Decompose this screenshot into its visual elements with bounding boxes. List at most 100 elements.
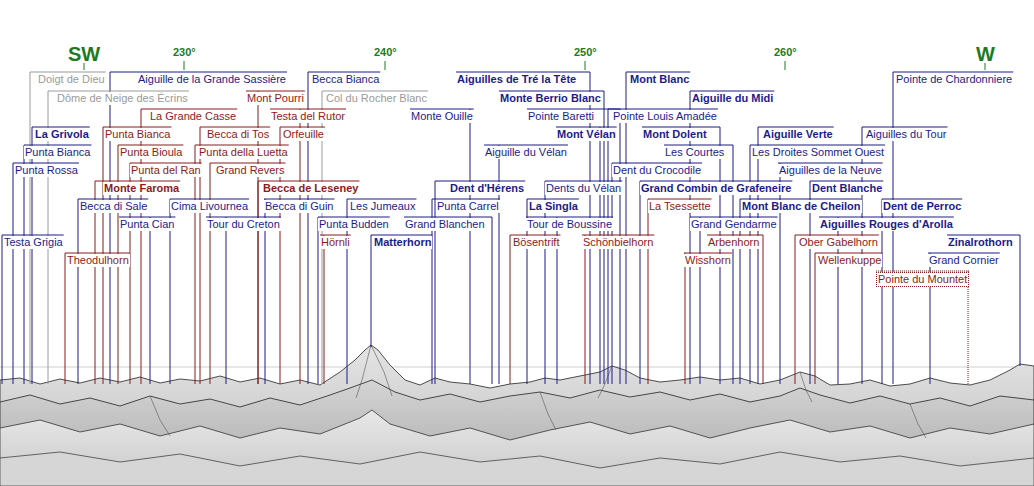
leader-line: [795, 235, 796, 384]
bearing-label: 260°: [774, 47, 797, 58]
mid-ridge: [0, 380, 1034, 486]
leader-line: [492, 217, 493, 384]
peak-label: Punta della Luetta: [198, 146, 289, 159]
peak-label: Monte Faroma: [103, 182, 180, 195]
compass-label: W: [976, 44, 995, 64]
leader-line: [78, 199, 79, 384]
leader-line: [612, 163, 613, 384]
leader-line: [65, 253, 66, 384]
peak-label: Punta Cian: [119, 218, 175, 231]
peak-label: Punta del Ran: [130, 164, 202, 177]
peak-label: Dent de Perroc: [882, 200, 962, 213]
leader-line: [700, 217, 701, 384]
peak-label: Les Courtes: [664, 146, 725, 159]
peak-label: Aiguille de la Grande Sassière: [137, 73, 287, 86]
peak-label: Monte Berrio Blanc: [499, 92, 602, 105]
peak-label: Pointe Baretti: [527, 110, 595, 123]
peak-label: Aiguilles de Tré la Tête: [456, 73, 577, 86]
peak-label: Pointe de Chardonniere: [895, 73, 1013, 86]
leader-line: [1020, 235, 1021, 366]
peak-label: Dent du Crocodile: [612, 164, 702, 177]
peak-label: Grand Revers: [215, 164, 285, 177]
peak-label: Aiguille du Vélan: [484, 146, 568, 159]
peak-label: Orfeuille: [282, 128, 325, 141]
leader-line: [150, 217, 151, 384]
peak-label: Grand Blanchen: [404, 218, 486, 231]
peak-label: Punta Rossa: [14, 164, 79, 177]
peak-label: Mont Blanc de Cheilon: [741, 200, 862, 213]
leader-line: [510, 235, 511, 384]
bearing-ticks: [84, 61, 985, 70]
peak-label: Col du Rocher Blanc: [325, 92, 428, 105]
leader-line: [758, 127, 759, 384]
peak-label: Zinalrothorn: [947, 236, 1014, 249]
peak-label: Becca de Leseney: [262, 182, 359, 195]
peak-label: Aiguilles de la Neuve: [778, 164, 883, 177]
peak-label: La Grande Casse: [149, 110, 237, 123]
leader-line: [24, 145, 25, 384]
leader-line: [210, 163, 211, 384]
horizon-line: [0, 367, 1034, 368]
peak-label: Aiguilles du Tour: [865, 128, 948, 141]
peak-label: Punta Bianca: [104, 128, 171, 141]
leader-line: [685, 253, 686, 384]
peak-label: Arbenhorn: [707, 236, 760, 249]
peak-label: Punta Bianca: [24, 146, 91, 159]
near-ridge: [0, 410, 1034, 486]
peak-label: Aiguille du Midi: [691, 92, 774, 105]
peak-label: Aiguille Verte: [762, 128, 834, 141]
leader-line: [258, 181, 259, 384]
peak-label: Aiguilles Rouges d'Arolla: [819, 218, 954, 231]
peak-label: Becca di Sale: [79, 200, 148, 213]
peak-label: Monte Ouille: [410, 110, 474, 123]
peak-label: Mont Dolent: [642, 128, 708, 141]
peak-label: Grand Gendarme: [690, 218, 778, 231]
peak-label: Schönbielhorn: [582, 236, 654, 249]
peak-label: Doigt de Dieu: [37, 73, 106, 86]
peak-label: Testa del Rutor: [270, 110, 346, 123]
peak-label: La Singla: [528, 200, 579, 213]
leader-line: [585, 235, 586, 384]
peak-label: Grand Cornier: [928, 254, 1000, 267]
peak-label: Les Droites Sommet Ouest: [751, 146, 885, 159]
leader-line: [968, 271, 969, 384]
peak-label: Becca di Tos: [206, 128, 270, 141]
peak-label: Ober Gabelhorn: [798, 236, 879, 249]
peak-label: Tour du Creton: [206, 218, 281, 231]
leader-line: [130, 163, 131, 384]
leader-line: [226, 217, 227, 384]
peak-label: Matterhorn: [373, 236, 432, 249]
foreground: [0, 452, 1034, 486]
bearing-label: 240°: [374, 47, 397, 58]
leader-line: [640, 181, 641, 384]
bearing-label: 250°: [574, 47, 597, 58]
bearing-label: 230°: [173, 47, 196, 58]
leader-line: [371, 235, 372, 347]
peak-label: Dôme de Neige des Écrins: [56, 92, 189, 105]
leader-line: [195, 145, 196, 384]
compass-label: SW: [68, 44, 100, 64]
peak-label: La Tsessette: [648, 200, 712, 213]
leader-line: [30, 72, 31, 384]
peak-label: Wellenkuppe: [817, 254, 882, 267]
peak-label: Punta Carrel: [436, 200, 500, 213]
peak-label: Dents du Vélan: [545, 182, 622, 195]
leader-line: [780, 163, 781, 384]
leader-line: [648, 199, 649, 384]
peak-label: La Grivola: [34, 128, 90, 141]
peak-label: Mont Pourri: [246, 92, 305, 105]
leader-line: [2, 235, 3, 384]
leader-line: [763, 235, 764, 384]
peak-label: Tour de Boussine: [526, 218, 613, 231]
peak-label: Grand Combin de Grafeneire: [640, 182, 792, 195]
peak-label: Pointe Louis Amadée: [612, 110, 718, 123]
peak-label: Punta Budden: [318, 218, 390, 231]
peak-label: Dent d'Hérens: [449, 182, 525, 195]
peak-label: Theodulhorn: [66, 254, 130, 267]
far-ridge: [0, 345, 1034, 486]
peak-label: Mont Vélan: [556, 128, 617, 141]
peak-label: Punta Bioula: [119, 146, 183, 159]
leader-line: [13, 163, 14, 384]
leader-line: [300, 109, 301, 384]
peak-label: Cima Livournea: [170, 200, 249, 213]
